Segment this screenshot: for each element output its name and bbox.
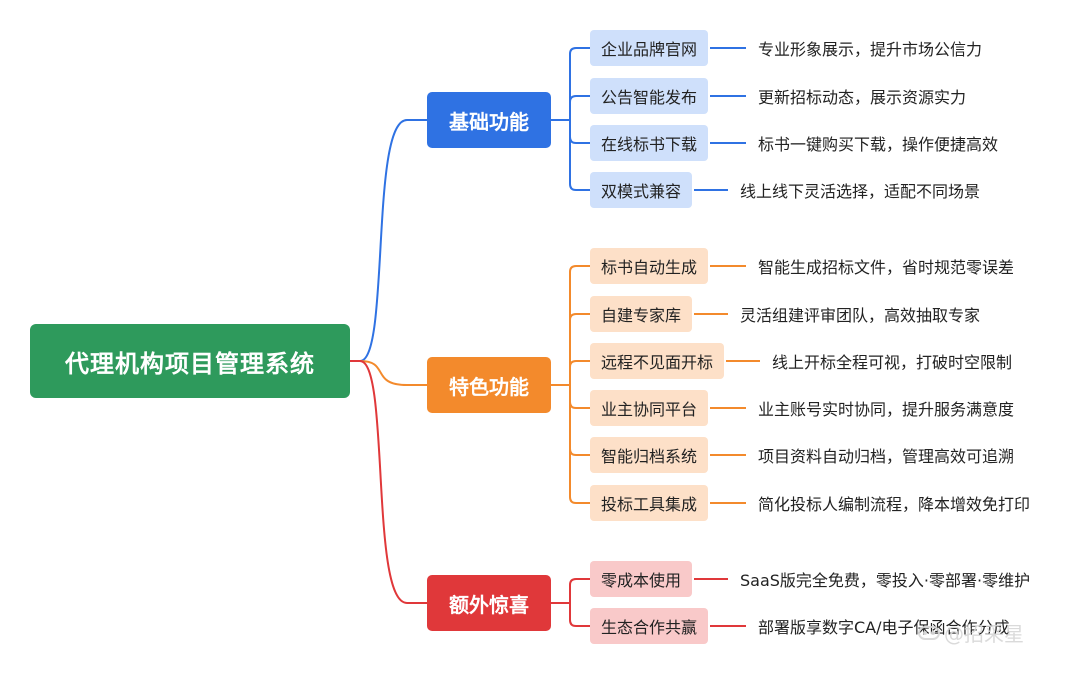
chat-bubble-icon bbox=[918, 625, 940, 640]
desc-auto-generate: 智能生成招标文件，省时规范零误差 bbox=[758, 258, 1015, 277]
desc-expert-library: 灵活组建评审团队，高效抽取专家 bbox=[740, 306, 981, 325]
connector-root-0 bbox=[350, 119, 427, 362]
branch-2-0 bbox=[569, 578, 590, 586]
branch-1-3 bbox=[569, 401, 590, 409]
node-bid-tools: 投标工具集成 bbox=[590, 485, 708, 521]
connector-root-1 bbox=[350, 360, 427, 386]
node-expert-library: 自建专家库 bbox=[590, 296, 692, 332]
node-brand-website: 企业品牌官网 bbox=[590, 30, 708, 66]
desc-bid-tools: 简化投标人编制流程，降本增效免打印 bbox=[758, 495, 1031, 514]
node-smart-archive: 智能归档系统 bbox=[590, 437, 708, 473]
category-bonus: 额外惊喜 bbox=[427, 575, 551, 631]
branch-1-0 bbox=[569, 265, 590, 273]
branch-0-2 bbox=[569, 136, 590, 144]
node-online-download: 在线标书下载 bbox=[590, 125, 708, 161]
watermark-text: @招采星 bbox=[944, 622, 1024, 646]
desc-owner-collab: 业主账号实时协同，提升服务满意度 bbox=[758, 400, 1015, 419]
category-featured: 特色功能 bbox=[427, 357, 551, 413]
desc-ecosystem: 部署版享数字CA/电子保函合作分成 bbox=[758, 618, 1010, 637]
connector-root-2 bbox=[350, 360, 427, 604]
desc-announcement: 更新招标动态，展示资源实力 bbox=[758, 88, 967, 107]
node-announcement: 公告智能发布 bbox=[590, 78, 708, 114]
branch-1-1 bbox=[569, 313, 590, 321]
node-dual-mode: 双模式兼容 bbox=[590, 172, 692, 208]
branch-1-2 bbox=[569, 360, 590, 368]
desc-zero-cost: SaaS版完全免费，零投入·零部署·零维护 bbox=[740, 571, 1031, 590]
branch-0-1 bbox=[569, 95, 590, 103]
branch-2-1 bbox=[569, 619, 590, 627]
node-owner-collab: 业主协同平台 bbox=[590, 390, 708, 426]
node-remote-opening: 远程不见面开标 bbox=[590, 343, 724, 379]
desc-smart-archive: 项目资料自动归档，管理高效可追溯 bbox=[758, 447, 1015, 466]
watermark: @招采星 bbox=[918, 618, 1024, 647]
desc-remote-opening: 线上开标全程可视，打破时空限制 bbox=[772, 353, 1013, 372]
node-auto-generate: 标书自动生成 bbox=[590, 248, 708, 284]
branch-0-3 bbox=[569, 183, 590, 191]
category-basic: 基础功能 bbox=[427, 92, 551, 148]
desc-online-download: 标书一键购买下载，操作便捷高效 bbox=[758, 135, 999, 154]
branch-1-5 bbox=[569, 496, 590, 504]
desc-dual-mode: 线上线下灵活选择，适配不同场景 bbox=[740, 182, 981, 201]
root-node: 代理机构项目管理系统 bbox=[30, 324, 350, 398]
desc-brand-website: 专业形象展示，提升市场公信力 bbox=[758, 40, 983, 59]
node-zero-cost: 零成本使用 bbox=[590, 561, 692, 597]
branch-0-0 bbox=[569, 47, 590, 55]
node-ecosystem: 生态合作共赢 bbox=[590, 608, 708, 644]
branch-1-4 bbox=[569, 448, 590, 456]
